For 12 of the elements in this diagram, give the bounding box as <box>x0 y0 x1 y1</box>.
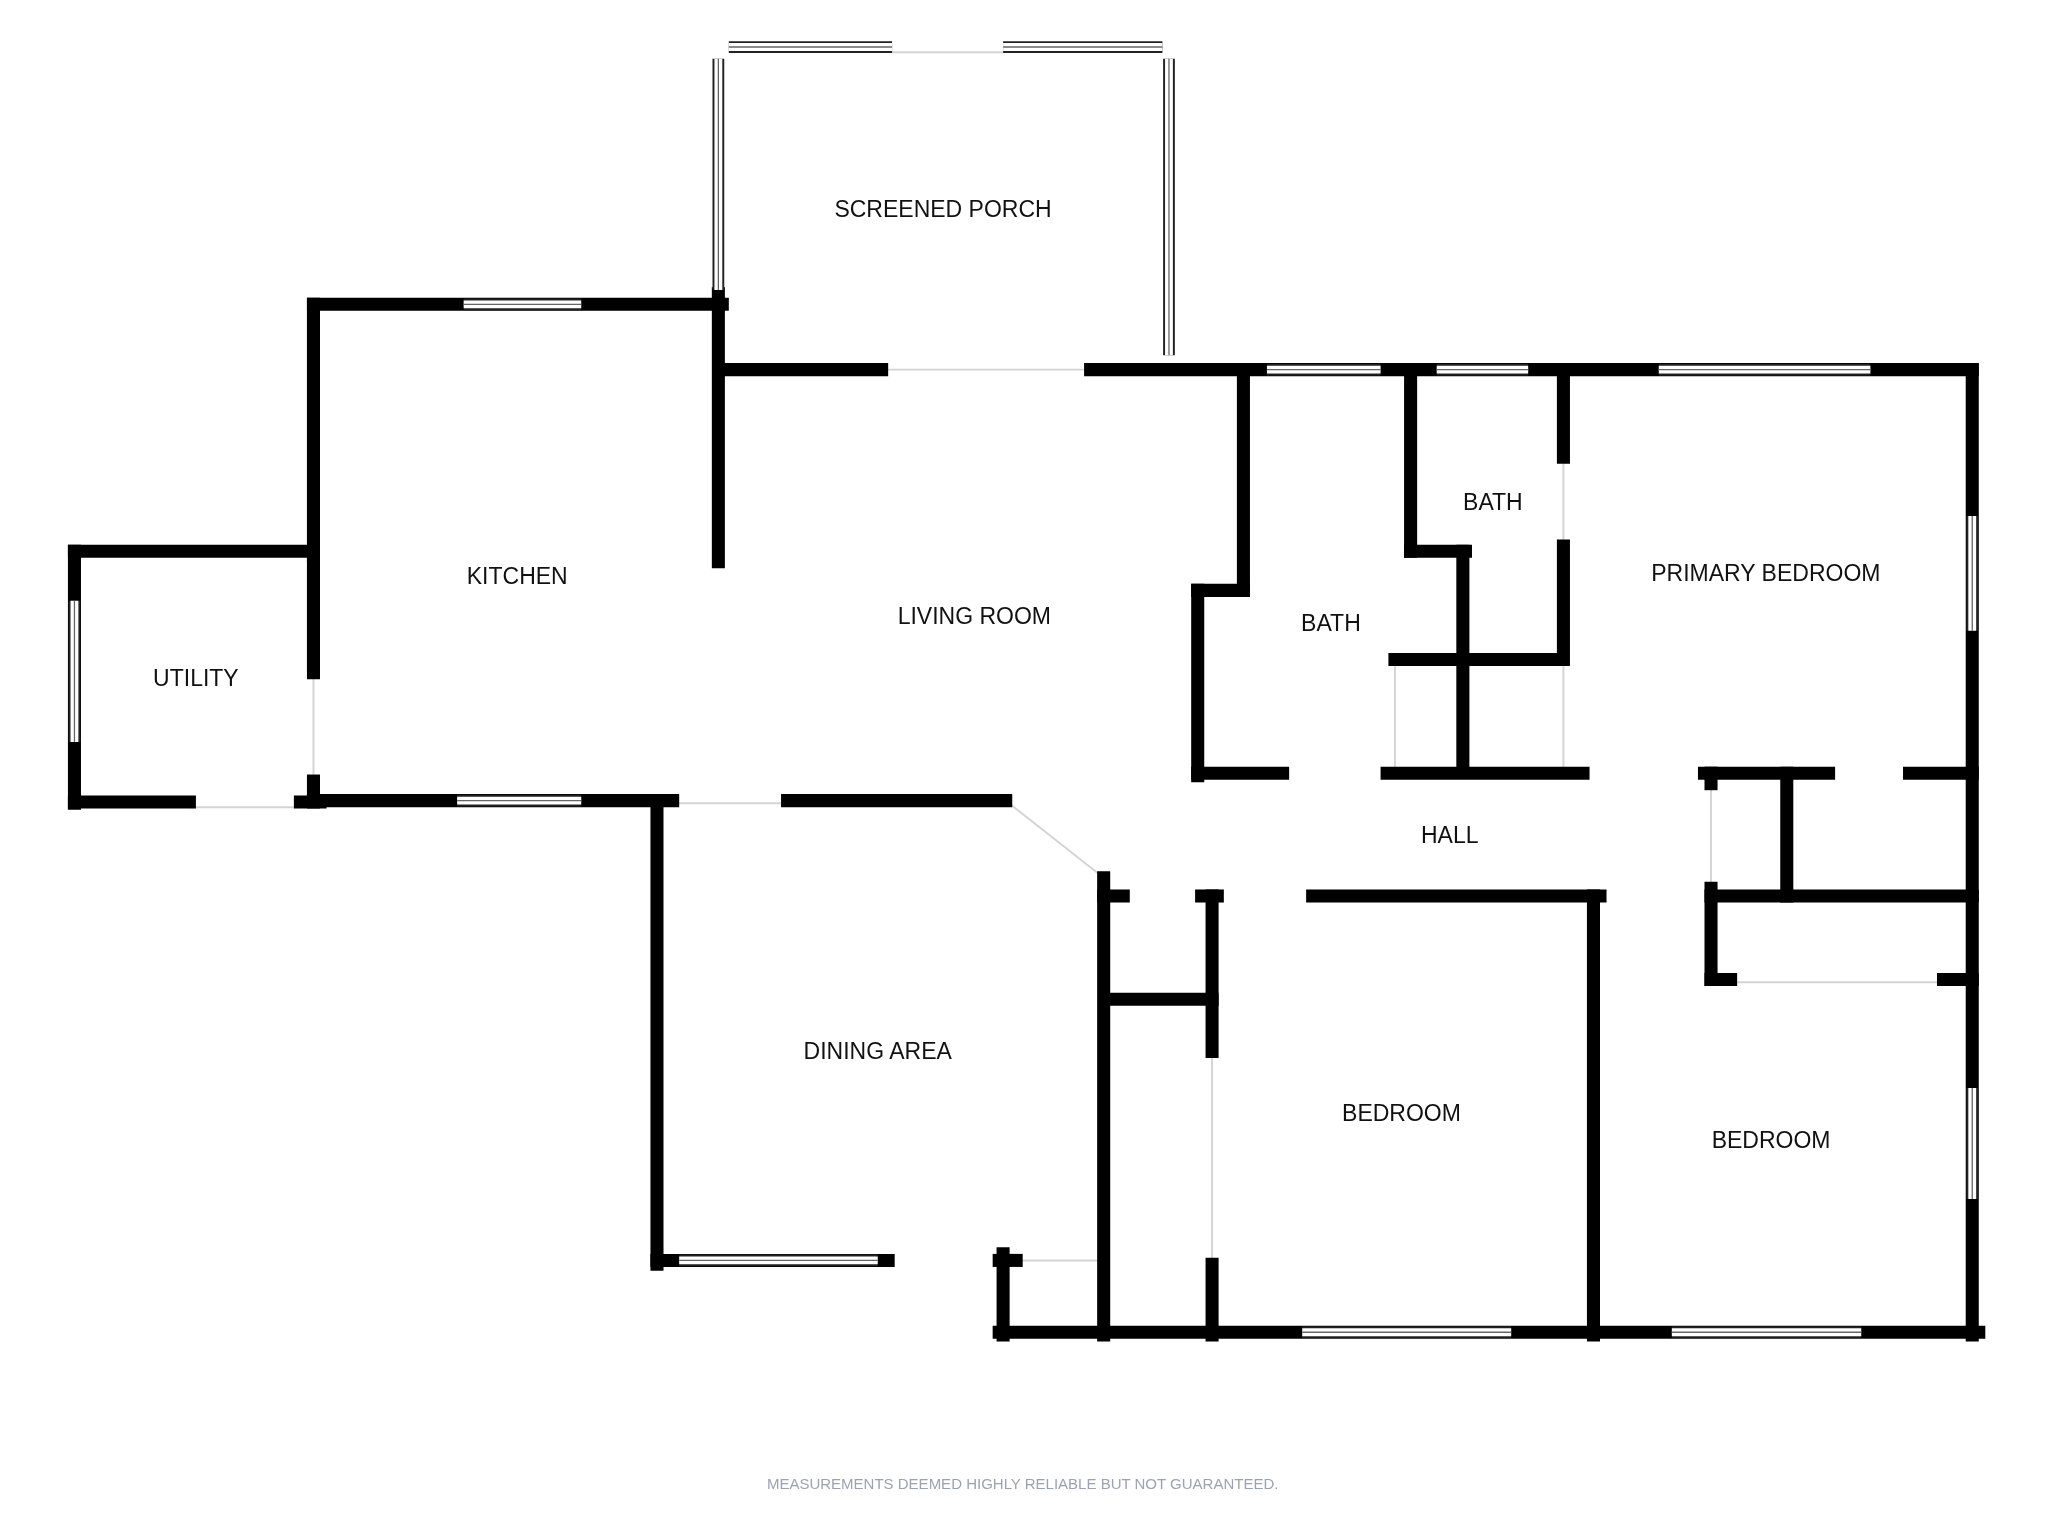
room-label: PRIMARY BEDROOM <box>1651 559 1881 589</box>
room-label: UTILITY <box>153 663 239 693</box>
room-label: DINING AREA <box>803 1037 952 1067</box>
room-label: BATH <box>1463 487 1523 517</box>
room-label: LIVING ROOM <box>897 602 1052 632</box>
room-label: BEDROOM <box>1342 1098 1461 1128</box>
disclaimer-note: MEASUREMENTS DEEMED HIGHLY RELIABLE BUT NOT GUARANTEED. <box>766 1473 1279 1494</box>
room-label: SCREENED PORCH <box>834 194 1052 224</box>
room-label: BEDROOM <box>1711 1126 1831 1155</box>
room-label: KITCHEN <box>466 561 568 591</box>
room-label: HALL <box>1421 820 1479 850</box>
room-label: BATH <box>1301 608 1361 638</box>
